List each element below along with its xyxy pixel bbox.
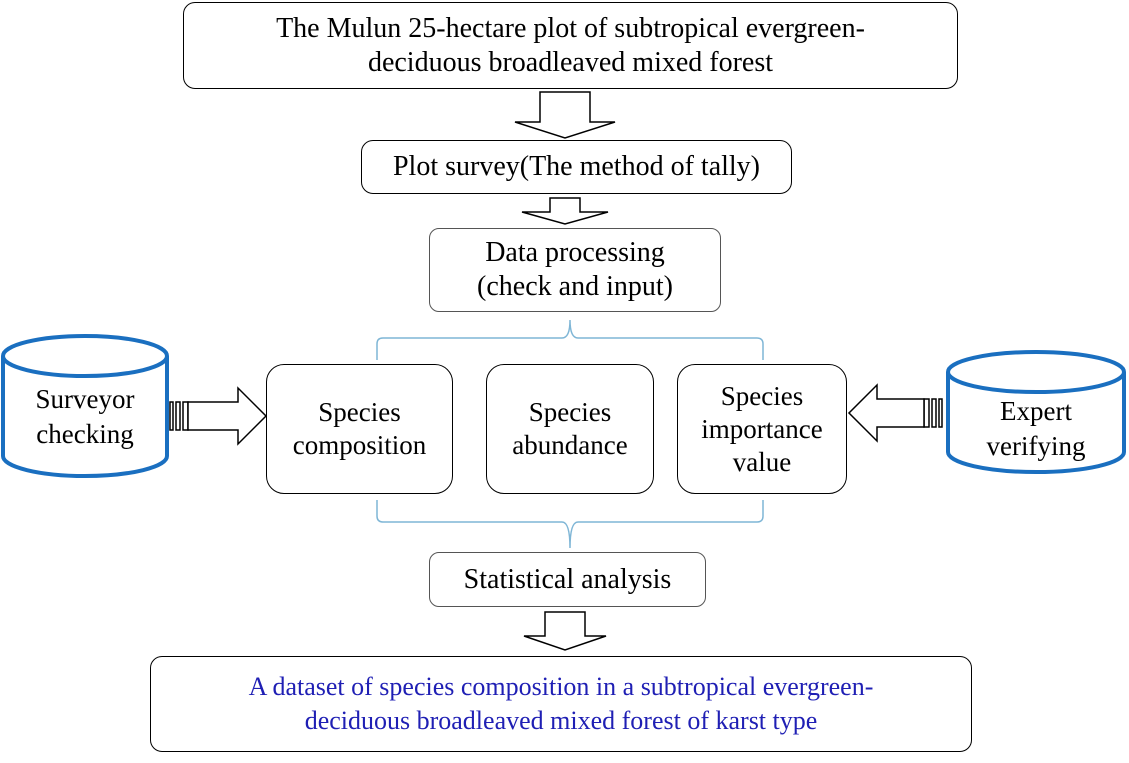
right-arrow bbox=[169, 386, 268, 446]
down-arrow-3 bbox=[523, 611, 607, 651]
dataset-label: A dataset of species composition in a su… bbox=[248, 672, 874, 735]
expert-cylinder bbox=[946, 350, 1126, 474]
importance-label: Species importance value bbox=[701, 380, 823, 477]
down-arrow-1 bbox=[514, 91, 616, 139]
plot-label: The Mulun 25-hectare plot of subtropical… bbox=[276, 12, 865, 78]
abundance-box: Species abundance bbox=[486, 364, 654, 494]
left-arrow bbox=[847, 383, 943, 443]
down-arrow-2 bbox=[521, 197, 609, 225]
processing-box: Data processing (check and input) bbox=[429, 228, 721, 312]
importance-box: Species importance value bbox=[677, 364, 847, 494]
composition-label: Species composition bbox=[292, 397, 427, 460]
survey-label: Plot survey(The method of tally) bbox=[392, 151, 761, 182]
plot-box: The Mulun 25-hectare plot of subtropical… bbox=[183, 2, 958, 89]
analysis-label: Statistical analysis bbox=[463, 563, 672, 595]
top-bracket bbox=[376, 319, 764, 360]
surveyor-label: Surveyor checking bbox=[35, 384, 135, 449]
processing-label: Data processing (check and input) bbox=[477, 237, 673, 302]
bottom-bracket bbox=[376, 500, 764, 549]
composition-box: Species composition bbox=[266, 364, 453, 494]
abundance-label: Species abundance bbox=[512, 397, 628, 460]
expert-label: Expert verifying bbox=[986, 396, 1086, 461]
surveyor-cylinder bbox=[1, 334, 169, 478]
dataset-box: A dataset of species composition in a su… bbox=[150, 656, 972, 752]
survey-box: Plot survey(The method of tally) bbox=[361, 140, 792, 194]
analysis-box: Statistical analysis bbox=[429, 552, 706, 607]
